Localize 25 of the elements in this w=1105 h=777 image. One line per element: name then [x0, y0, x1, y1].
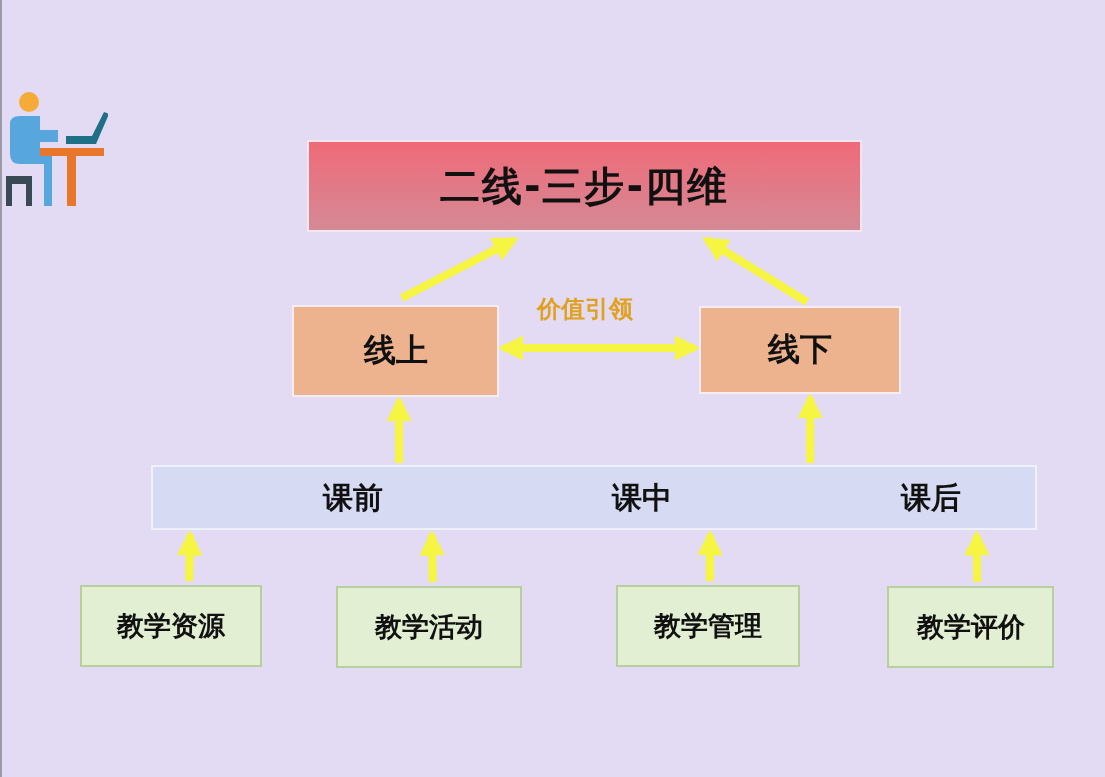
item-box	[887, 586, 1054, 668]
arrow	[797, 392, 823, 463]
title-box	[307, 140, 862, 232]
box-label: 教学评价	[916, 610, 1025, 644]
process-box	[292, 305, 499, 397]
arrow	[176, 529, 203, 582]
arrow	[399, 236, 519, 302]
arrow	[386, 395, 412, 463]
box-label: 教学管理	[654, 609, 762, 643]
box-label: 线下	[768, 329, 832, 370]
stage-label: 课前	[321, 478, 384, 516]
box-label: 线上	[363, 330, 428, 371]
box-label: 二线-三步-四维	[439, 161, 730, 211]
process-box	[699, 306, 901, 394]
stage-band	[151, 465, 1037, 530]
arrow	[964, 529, 990, 583]
arrow	[419, 529, 446, 583]
stage-label: 课后	[899, 478, 962, 516]
item-box	[616, 585, 800, 667]
box-label: 教学资源	[117, 609, 225, 643]
item-box	[80, 585, 262, 667]
arrow	[702, 236, 810, 306]
stage-label: 课中	[610, 478, 673, 516]
item-box	[336, 586, 522, 668]
box-label: 教学活动	[375, 610, 483, 644]
